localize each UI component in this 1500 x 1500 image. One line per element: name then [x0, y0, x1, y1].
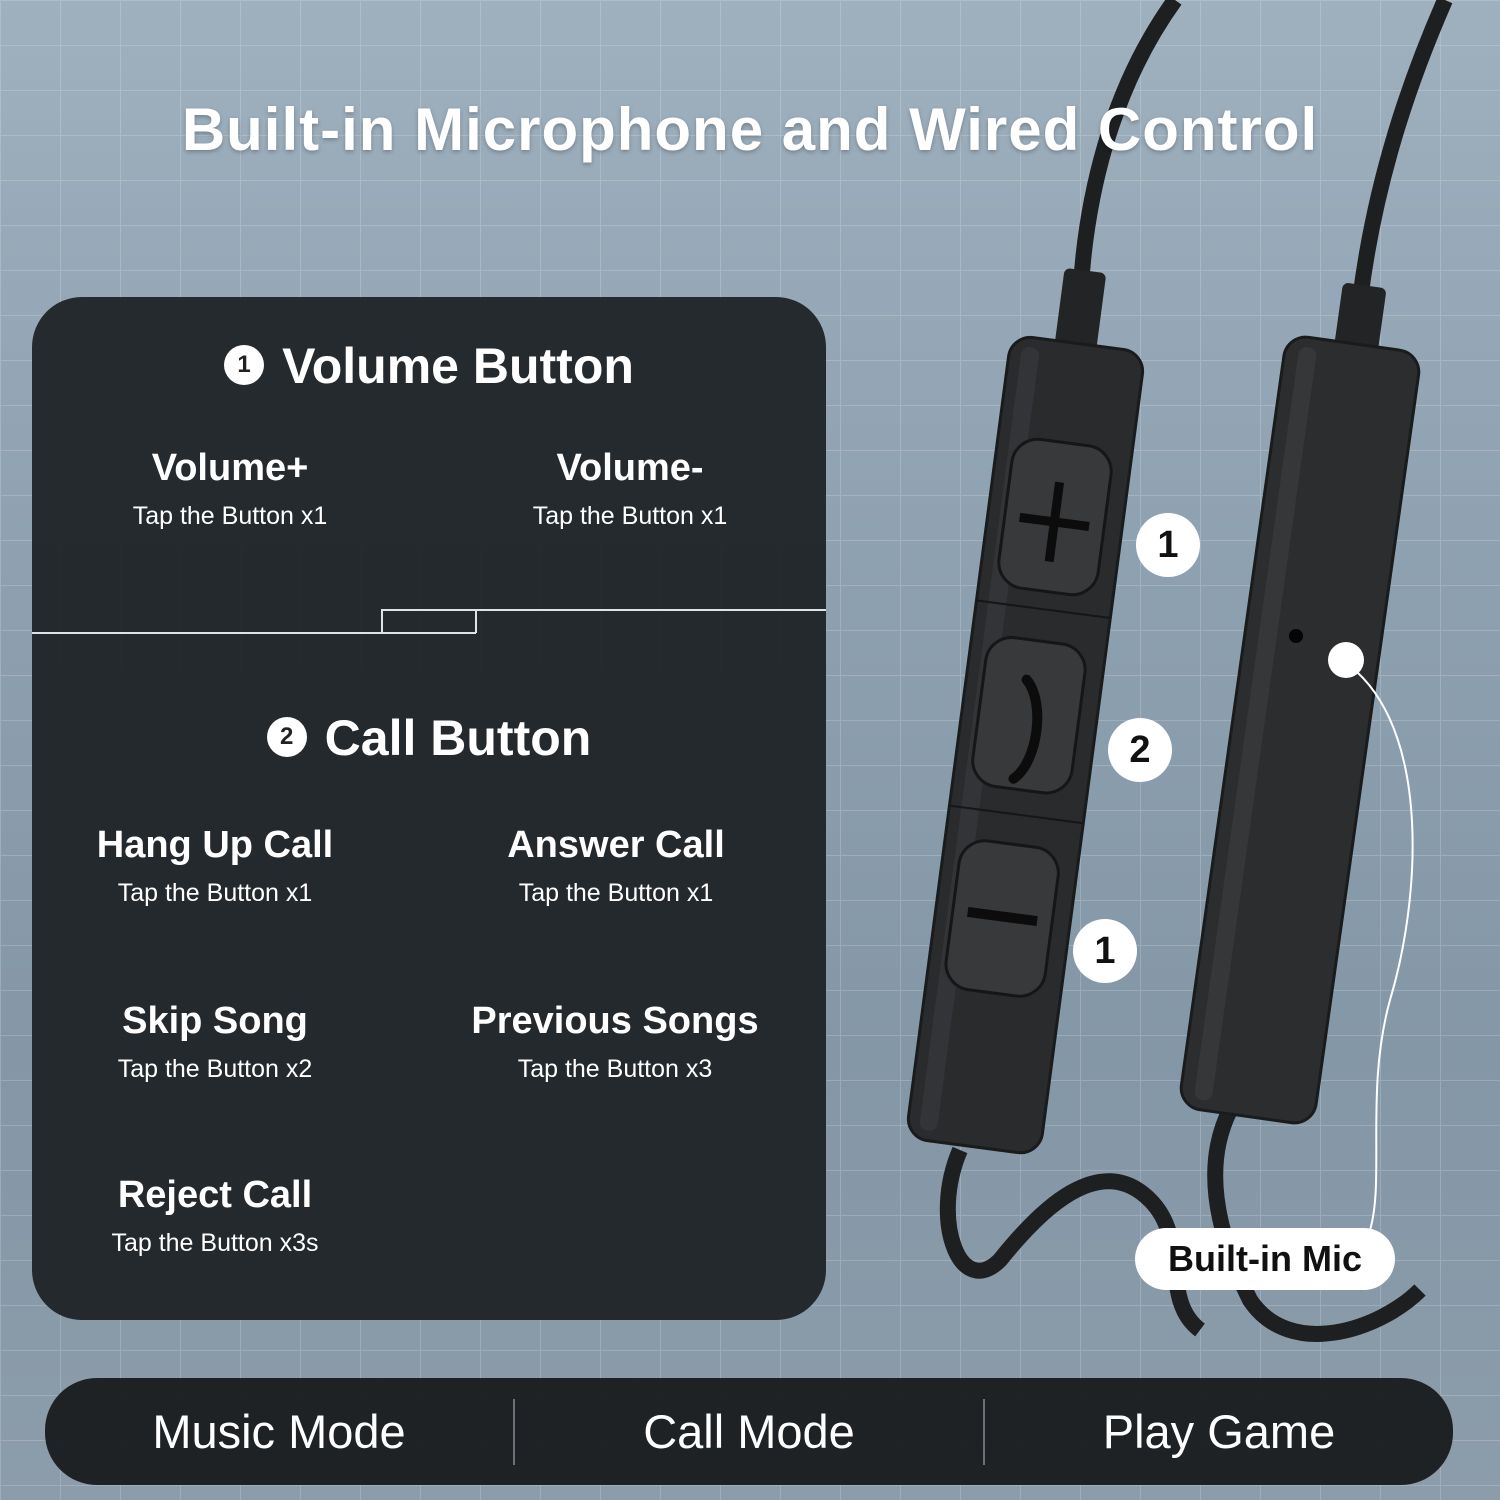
- number-badge: 1: [224, 344, 265, 385]
- page-title: Built-in Microphone and Wired Control: [181, 96, 1319, 163]
- mode-game: Play Game: [1102, 1405, 1336, 1458]
- mode-music: Music Mode: [152, 1405, 406, 1458]
- callout-volume-down: 1: [1073, 919, 1137, 983]
- phone-icon: [1008, 674, 1043, 784]
- item-label: Volume+: [151, 447, 309, 489]
- controls-panel: 1 Volume Button Volume+ Tap the Button x1…: [32, 297, 826, 1320]
- item-action: Tap the Button x3: [517, 1055, 713, 1083]
- number-badge: 2: [266, 716, 307, 757]
- mode-separator: [983, 1398, 985, 1465]
- built-in-mic-label: Built-in Mic: [1135, 1228, 1395, 1290]
- modes-bar: Music Mode Call Mode Play Game: [45, 1378, 1453, 1485]
- mode-call: Call Mode: [643, 1405, 855, 1458]
- volume-down-item: Volume- Tap the Button x1: [440, 447, 820, 531]
- item-label: Volume-: [556, 447, 704, 489]
- item-action: Tap the Button x1: [132, 502, 328, 530]
- volume-title-text: Volume Button: [282, 338, 634, 394]
- mic-housing: [1179, 335, 1421, 1125]
- item-action: Tap the Button x1: [117, 879, 313, 907]
- item-label: Skip Song: [122, 1000, 308, 1042]
- call-button: [971, 636, 1087, 795]
- call-section-title: 2 Call Button: [32, 709, 826, 767]
- skip-song-item: Skip Song Tap the Button x2: [25, 1000, 405, 1084]
- item-action: Tap the Button x3s: [111, 1229, 319, 1257]
- hang-up-item: Hang Up Call Tap the Button x1: [25, 824, 405, 908]
- callout-volume-up: 1: [1136, 513, 1200, 577]
- cable-top-right: [1352, 0, 1453, 301]
- minus-icon: [967, 906, 1038, 927]
- volume-section-title: 1 Volume Button: [32, 337, 826, 395]
- item-action: Tap the Button x1: [518, 879, 714, 907]
- plus-icon: [1019, 481, 1090, 563]
- item-label: Hang Up Call: [96, 824, 334, 866]
- cable-bottom-right: [1207, 1106, 1426, 1342]
- mic-pointer-dot: [1328, 642, 1364, 678]
- cable-top-left: [1072, 0, 1182, 301]
- mic-hole: [1289, 629, 1303, 643]
- mode-separator: [513, 1398, 515, 1465]
- item-label: Reject Call: [117, 1174, 313, 1216]
- reject-call-item: Reject Call Tap the Button x3s: [25, 1174, 405, 1258]
- answer-call-item: Answer Call Tap the Button x1: [426, 824, 806, 908]
- callout-call: 2: [1108, 718, 1172, 782]
- previous-songs-item: Previous Songs Tap the Button x3: [425, 1000, 805, 1084]
- section-divider: [32, 609, 826, 634]
- item-label: Answer Call: [507, 824, 725, 866]
- item-label: Previous Songs: [471, 1000, 759, 1042]
- strain-relief-left: [1054, 268, 1106, 352]
- item-action: Tap the Button x1: [532, 502, 728, 530]
- call-title-text: Call Button: [324, 710, 592, 766]
- mic-pointer-line: [1356, 671, 1414, 1231]
- item-action: Tap the Button x2: [117, 1055, 313, 1083]
- volume-up-item: Volume+ Tap the Button x1: [40, 447, 420, 531]
